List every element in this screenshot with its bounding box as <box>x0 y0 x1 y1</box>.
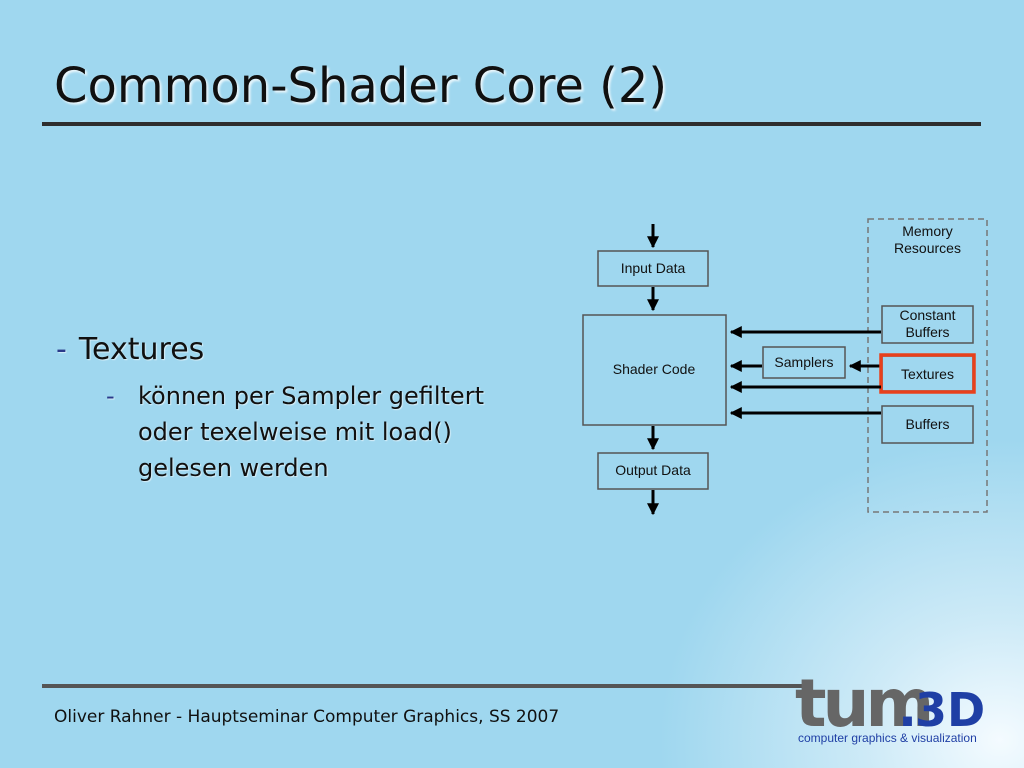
output-data-label: Output Data <box>615 462 691 478</box>
shader-core-diagram: Memory Resources Input Data Shader Code … <box>582 218 988 516</box>
buffers-box <box>881 405 974 444</box>
shader-code-box <box>582 314 727 426</box>
footer-credit: Oliver Rahner - Hauptseminar Computer Gr… <box>54 707 560 727</box>
constant-buffers-line-2: Buffers <box>905 324 949 340</box>
sub-bullet-line-2: oder texelweise mit load() <box>138 418 452 446</box>
logo-3d-text: 3D <box>915 683 985 737</box>
slide-title: Common-Shader Core (2) <box>54 58 668 114</box>
textures-highlight <box>879 353 976 394</box>
samplers-label: Samplers <box>774 354 833 370</box>
samplers-box <box>762 346 846 379</box>
output-data-box <box>597 452 709 490</box>
input-data-box <box>597 250 709 287</box>
sub-bullet-line-3: gelesen werden <box>138 454 329 482</box>
buffers-label: Buffers <box>905 416 949 432</box>
bullet-dash: - <box>56 332 67 367</box>
shader-code-label: Shader Code <box>613 361 696 377</box>
logo-dot: . <box>898 680 917 738</box>
memory-title-line-2: Resources <box>894 240 961 256</box>
bullet-text: Textures <box>78 332 205 367</box>
bullet-textures: -Textures <box>56 332 204 367</box>
logo-tagline: computer graphics & visualization <box>798 731 977 745</box>
constant-buffers-line-1: Constant <box>899 307 955 323</box>
memory-title-line-1: Memory <box>902 223 953 239</box>
input-data-label: Input Data <box>621 260 686 276</box>
constant-buffers-box <box>881 305 974 344</box>
textures-label: Textures <box>901 366 954 382</box>
logo-tum-text: tum <box>795 665 930 742</box>
title-divider <box>42 122 981 126</box>
sub-bullet-dash: - <box>106 382 115 410</box>
footer-divider <box>42 684 802 688</box>
sub-bullet-line-1: können per Sampler gefiltert <box>138 382 484 410</box>
memory-resources-panel <box>867 218 988 513</box>
tum3d-logo: tum . 3D <box>795 665 985 742</box>
